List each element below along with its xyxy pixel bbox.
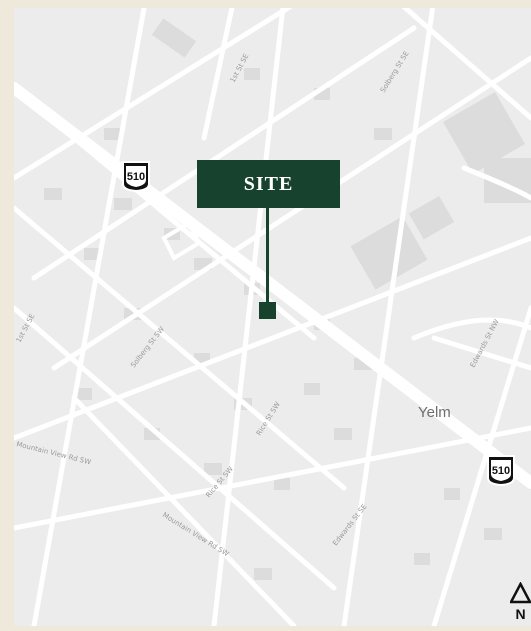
- highway-shield-number: 510: [127, 171, 145, 183]
- street-label: Edwards St NW: [469, 318, 501, 369]
- street-map: 1st St SE Solberg St SE 1st St SE Solber…: [14, 8, 531, 626]
- site-marker[interactable]: [259, 302, 276, 319]
- site-label[interactable]: SITE: [197, 160, 340, 208]
- highway-shield-icon: 510: [122, 161, 150, 192]
- streets: [14, 8, 531, 626]
- street-label: Solberg St SE: [379, 50, 411, 94]
- highway-shield-number: 510: [492, 465, 510, 477]
- cul-de-sac: [161, 220, 202, 261]
- street-label: Mountain View Rd SW: [161, 511, 230, 558]
- site-marker-stem: [266, 208, 269, 304]
- highway-shield-icon: 510: [487, 455, 515, 486]
- street-label: Edwards St SE: [331, 503, 368, 548]
- street-label: Solberg St SW: [129, 325, 166, 369]
- street-label: Mountain View Rd SW: [16, 440, 92, 466]
- highway-510-road: [14, 82, 531, 489]
- town-label: Yelm: [418, 404, 451, 421]
- map-canvas[interactable]: 1st St SE Solberg St SE 1st St SE Solber…: [14, 8, 531, 626]
- north-label: N: [515, 606, 525, 622]
- north-arrow-icon: N: [510, 582, 531, 622]
